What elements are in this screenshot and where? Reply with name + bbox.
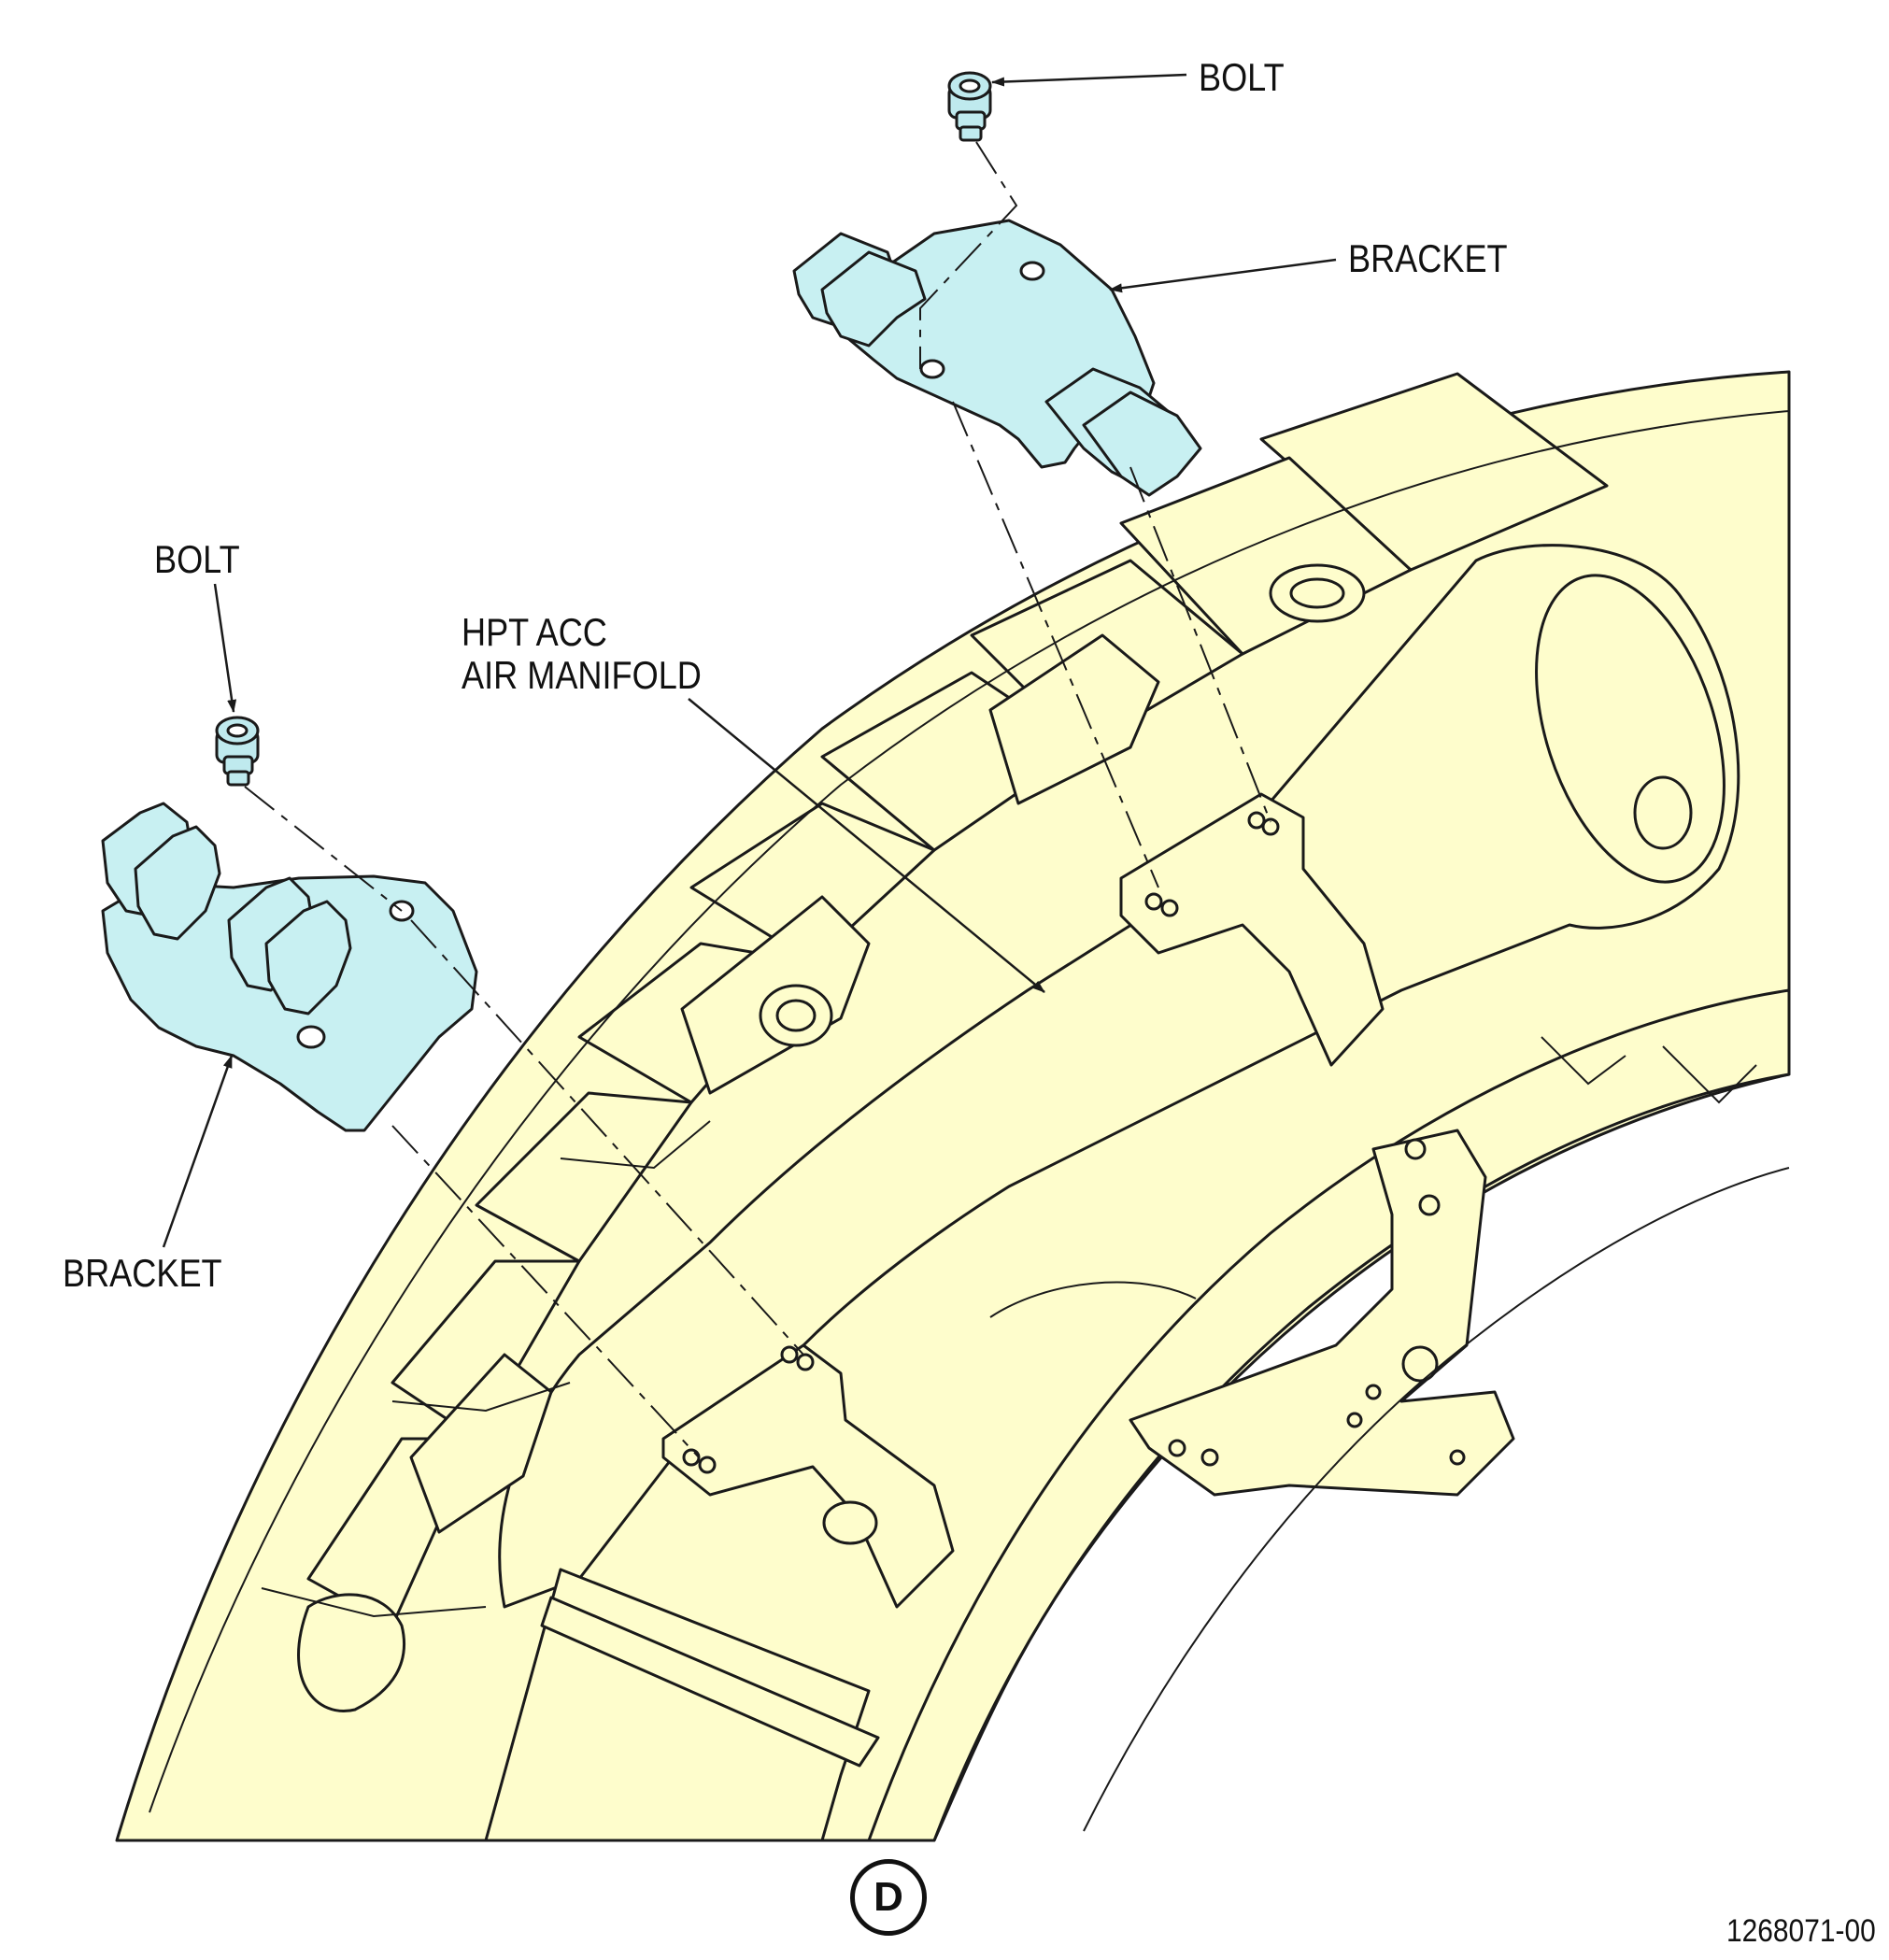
pad-hole-lower-3 <box>682 1448 701 1467</box>
bracket-left-hole-2 <box>296 1025 326 1049</box>
callout-manifold-line2: AIR MANIFOLD <box>462 653 702 697</box>
leader-bracket-left <box>162 1055 234 1248</box>
strap-hole-5 <box>1346 1412 1363 1428</box>
leader-bracket-upper <box>1109 258 1337 293</box>
callout-bolt-upper: BOLT <box>1199 55 1285 99</box>
pad-hole-lower-4 <box>698 1456 717 1474</box>
bracket-upper <box>792 219 1202 497</box>
bracket-upper-hole-1 <box>1019 261 1045 281</box>
strap-hole-8 <box>1200 1448 1219 1467</box>
strap-hole-6 <box>1449 1449 1466 1466</box>
bracket-upper-clip-right-2 <box>1082 391 1202 497</box>
pad-hole-upper-3 <box>1144 892 1163 911</box>
case-seam-lines <box>149 410 1790 1832</box>
lower-tube-collar <box>540 1596 880 1768</box>
strap-hole-1 <box>1404 1138 1427 1160</box>
manifold-tube-upper <box>498 544 1740 1609</box>
pad-hole-lower-1 <box>780 1345 799 1364</box>
inner-case-band <box>867 988 1791 1842</box>
bracket-left <box>101 802 478 1132</box>
callout-bolt-left: BOLT <box>154 537 240 581</box>
manifold-tube-end-inner <box>1633 775 1693 850</box>
view-letter: D <box>873 1874 903 1920</box>
strap-hole-2 <box>1418 1194 1441 1216</box>
case-boss-1-inner <box>775 999 817 1032</box>
view-letter-badge: D <box>850 1859 927 1936</box>
engine-case-assembly <box>115 370 1791 1842</box>
bracket-left-clip-2 <box>134 825 221 941</box>
pad-hole-lower-2 <box>796 1353 815 1371</box>
callout-manifold-line1: HPT ACC <box>462 610 607 654</box>
callout-bracket-left: BRACKET <box>63 1251 222 1295</box>
case-window-2 <box>988 633 1160 805</box>
support-strap <box>1129 1129 1515 1497</box>
lower-boss <box>297 1593 406 1712</box>
case-boss-3 <box>822 1500 878 1545</box>
bracket-left-clip-4 <box>264 900 352 1016</box>
bolt-upper <box>947 71 992 142</box>
case-boss-2-inner <box>1289 577 1345 609</box>
case-window-3 <box>409 1353 553 1534</box>
leader-lines <box>162 73 1337 1248</box>
assembly-centerlines <box>244 141 1271 1458</box>
leader-bolt-upper <box>991 73 1187 87</box>
bracket-upper-clip-left-2 <box>820 250 927 348</box>
leader-bolt-left <box>213 583 237 713</box>
manifold-pad-upper <box>1119 792 1385 1067</box>
bolt-left <box>215 716 260 787</box>
leader-manifold <box>688 698 1045 993</box>
strap-hole-7 <box>1168 1439 1186 1457</box>
callout-bracket-upper: BRACKET <box>1348 236 1508 280</box>
pad-hole-upper-1 <box>1247 811 1266 830</box>
pad-hole-upper-4 <box>1160 899 1179 917</box>
manifold-pad-lower <box>661 1343 955 1609</box>
strap-hole-3 <box>1401 1345 1439 1383</box>
figure-number: 1268071-00 <box>1726 1913 1876 1949</box>
strap-hole-4 <box>1365 1384 1382 1400</box>
case-panel-7 <box>475 1091 693 1263</box>
bracket-upper-hole-2 <box>919 359 945 379</box>
pad-hole-upper-2 <box>1261 817 1280 836</box>
